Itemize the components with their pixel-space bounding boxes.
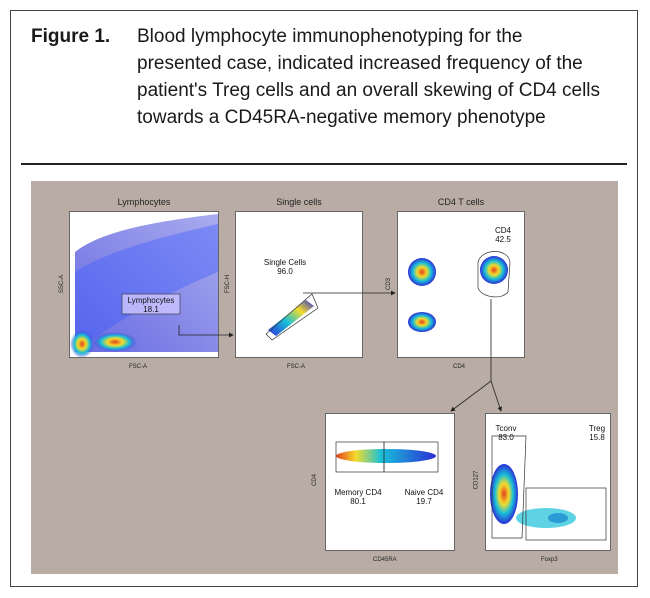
flow-cytometry-panel: Lymphocytes (31, 181, 618, 574)
single-cells-scatter (265, 293, 319, 341)
treg-xlabel: Foxp3 (541, 557, 558, 563)
plot-cd4-t-cells: CD4 42.5 (397, 211, 525, 358)
plot-treg: Tconv 83.0 Treg 15.8 (485, 413, 611, 551)
treg-scatter (490, 435, 607, 541)
treg-gate-label: Treg 15.8 (582, 424, 610, 442)
plot-title-cd4-t-cells: CD4 T cells (437, 197, 485, 207)
tconv-gate-name: Tconv (495, 424, 517, 433)
naive-cd4-gate-name: Naive CD4 (404, 488, 444, 497)
single-cells-gate-label: Single Cells 96.0 (250, 258, 320, 276)
plot-memory-naive: Memory CD4 80.1 Naive CD4 19.7 (325, 413, 455, 551)
lymphocytes-gate-label: Lymphocytes 18.1 (122, 296, 180, 314)
memory-cd4-gate-name: Memory CD4 (334, 488, 382, 497)
treg-gate-name: Treg (588, 424, 606, 433)
arrow-lymphocytes-to-single (178, 325, 234, 338)
figure-label: Figure 1. (31, 26, 111, 47)
plot-single-cells: Single Cells 96.0 (235, 211, 363, 358)
memory-cd4-gate-label: Memory CD4 80.1 (332, 488, 384, 506)
memory-naive-scatter (335, 441, 439, 473)
plot-title-single-cells: Single cells (276, 197, 322, 207)
plot-lymphocytes: Lymphocytes 18.1 (69, 211, 219, 358)
naive-cd4-gate-label: Naive CD4 19.7 (398, 488, 450, 506)
treg-gate-value: 15.8 (589, 433, 605, 442)
lymphocytes-xlabel: FSC-A (129, 364, 147, 370)
single-cells-gate-value: 96.0 (277, 267, 293, 276)
tconv-gate-label: Tconv 83.0 (488, 424, 524, 442)
caption-divider (21, 163, 627, 165)
lymphocytes-gate-name: Lymphocytes (127, 296, 175, 305)
single-cells-xlabel: FSC-A (287, 364, 305, 370)
gating-arrows (178, 290, 503, 412)
cd4-gate-value: 42.5 (495, 235, 511, 244)
plot-title-lymphocytes: Lymphocytes (117, 197, 171, 207)
single-cells-gate-name: Single Cells (263, 258, 307, 267)
memory-naive-xlabel: CD45RA (373, 557, 397, 563)
figure-caption-text: Blood lymphocyte immunophenotyping for t… (137, 26, 601, 128)
arrow-cd4-to-treg (490, 380, 503, 412)
cd4-gate-name: CD4 (494, 226, 511, 235)
cd4-t-cells-xlabel: CD4 (453, 364, 466, 370)
memory-cd4-gate-value: 80.1 (350, 497, 366, 506)
cd4-gate-label: CD4 42.5 (486, 226, 520, 244)
lymphocytes-scatter (70, 214, 218, 357)
cd4-t-cells-scatter (408, 251, 511, 332)
naive-cd4-gate-value: 19.7 (416, 497, 432, 506)
arrow-cd4-to-memory (450, 299, 492, 412)
figure-frame: Figure 1. Blood lymphocyte immunophenoty… (10, 10, 638, 587)
tconv-gate-value: 83.0 (498, 433, 514, 442)
lymphocytes-gate-value: 18.1 (143, 305, 159, 314)
